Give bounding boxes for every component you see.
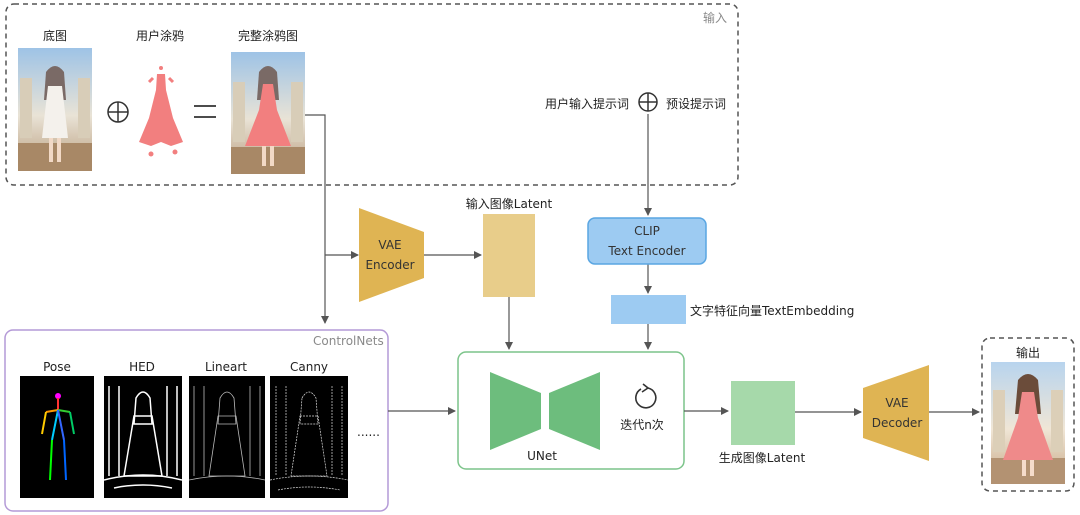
vae-decoder-shape xyxy=(863,365,929,461)
vae-encoder-shape xyxy=(359,208,424,302)
output-latent-block xyxy=(731,381,795,445)
controlnet-pose-image xyxy=(20,376,94,498)
unet-encoder-shape xyxy=(490,372,541,450)
plus-icon xyxy=(107,101,129,123)
controlnet-lineart-image xyxy=(189,376,265,498)
controlnet-canny-image xyxy=(270,376,348,498)
input-latent-block xyxy=(483,214,535,297)
output-frame-title: 输出 xyxy=(1015,346,1041,360)
clip-text: CLIP Text Encoder xyxy=(588,221,706,261)
complete-doodle-image xyxy=(231,52,305,174)
unet-label: UNet xyxy=(527,449,557,463)
input-latent-label: 输入图像Latent xyxy=(465,197,553,211)
doodle-to-branch-line xyxy=(305,114,326,255)
preset-prompt-label: 预设提示词 xyxy=(666,97,727,111)
input-frame-border xyxy=(5,3,739,186)
controlnet-lineart-label: Lineart xyxy=(205,360,247,374)
output-image xyxy=(991,362,1065,484)
unet-decoder-shape xyxy=(549,372,600,450)
base-image xyxy=(18,48,92,171)
base-image-label: 底图 xyxy=(42,29,68,43)
vae-encoder-text: VAE Encoder xyxy=(359,235,421,275)
clip-line2: Text Encoder xyxy=(608,244,686,258)
vae-decoder-line1: VAE xyxy=(885,396,909,410)
vae-encoder-line2: Encoder xyxy=(365,258,415,272)
iterate-label: 迭代n次 xyxy=(620,418,664,432)
controlnets-ellipsis: ...... xyxy=(357,425,380,439)
controlnet-pose-label: Pose xyxy=(43,360,71,374)
complete-doodle-label: 完整涂鸦图 xyxy=(237,29,299,43)
output-latent-label: 生成图像Latent xyxy=(718,451,806,465)
loop-icon xyxy=(635,383,657,409)
user-doodle-image xyxy=(135,62,187,162)
text-embedding-label: 文字特征向量TextEmbedding xyxy=(690,304,855,318)
user-doodle-label: 用户涂鸦 xyxy=(135,29,185,43)
controlnet-hed-image xyxy=(104,376,182,498)
prompt-plus-icon xyxy=(638,92,658,112)
clip-line1: CLIP xyxy=(634,224,660,238)
clip-box xyxy=(587,217,707,265)
user-prompt-label: 用户输入提示词 xyxy=(545,97,630,111)
vae-decoder-line2: Decoder xyxy=(871,416,923,430)
vae-encoder-line1: VAE xyxy=(378,238,402,252)
vae-decoder-text: VAE Decoder xyxy=(866,393,928,433)
output-frame-border xyxy=(981,337,1075,492)
text-embedding-block xyxy=(611,295,686,324)
input-frame-title: 输入 xyxy=(703,11,728,25)
controlnets-frame-title: ControlNets xyxy=(313,334,384,348)
equals-icon xyxy=(194,105,216,118)
controlnet-hed-label: HED xyxy=(129,360,155,374)
controlnet-canny-label: Canny xyxy=(289,360,329,374)
controlnets-frame-border xyxy=(4,329,389,512)
